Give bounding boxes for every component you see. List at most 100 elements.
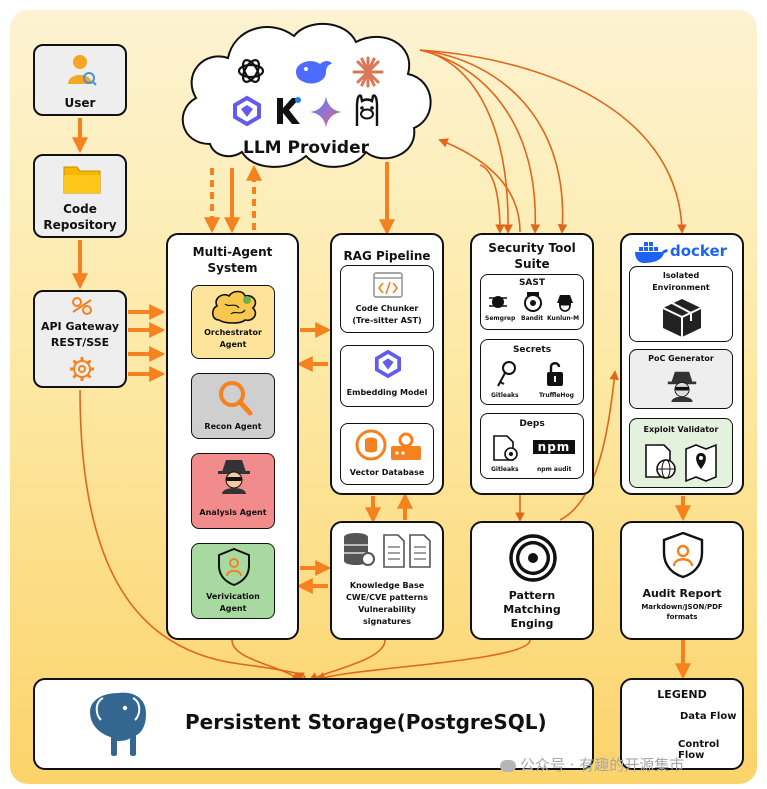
qwen-embedding-icon	[374, 349, 402, 379]
deepseek-logo-icon	[296, 61, 332, 84]
bandit-label: Bandit	[521, 315, 544, 322]
embedding-model-card: Embedding Model	[340, 345, 434, 407]
database-docs-icon	[344, 533, 431, 568]
legend-data-flow-label: Data Flow	[680, 711, 737, 722]
kunlun-label: Kunlun-M	[547, 315, 580, 322]
storage-label: Persistent Storage(PostgreSQL)	[185, 710, 547, 734]
secrets-title: Secrets	[512, 345, 552, 355]
recon-agent-card: Recon Agent	[191, 373, 275, 439]
gemini-logo-icon	[310, 96, 342, 128]
docker-brand: docker	[670, 242, 728, 260]
gateway-label-2: REST/SSE	[50, 336, 110, 349]
security-title-1: Security Tool	[488, 241, 576, 255]
spiral-icon	[509, 534, 557, 582]
magnifier-icon	[219, 381, 253, 416]
link-pattern-docker	[559, 370, 619, 521]
legend-control-flow-label: Control Flow	[678, 739, 720, 761]
chunker-label-1: Code Chunker	[355, 304, 419, 313]
repo-label-1: Code	[63, 202, 97, 216]
audit-sub-2: formats	[666, 613, 698, 621]
secrets-card: Secrets Gitleaks TruffleHog	[480, 339, 584, 405]
multi-agent-title-2: System	[207, 261, 258, 275]
link-pattern-storage	[316, 639, 531, 681]
legend-panel: LEGEND Data Flow Control Flow	[620, 678, 744, 770]
analysis-agent-card: Analysis Agent	[191, 453, 275, 529]
gitleaks-doc-gear-icon	[493, 435, 518, 461]
security-title-2: Suite	[514, 257, 550, 271]
repo-label-2: Repository	[43, 218, 117, 232]
openai-logo-icon	[237, 59, 265, 83]
recon-label: Recon Agent	[204, 422, 262, 431]
brain-icon	[211, 290, 257, 324]
sast-tools-icons	[489, 292, 573, 312]
sast-card: SAST Semgrep Bandit Kunlun-M	[480, 274, 584, 330]
pattern-matching-panel: Pattern Matching Enging	[470, 521, 594, 640]
link-gateway-storage	[79, 389, 306, 682]
lock-icon	[547, 362, 563, 386]
container-box-icon	[662, 299, 702, 337]
code-chunker-card: Code Chunker (Tre-sitter AST)	[340, 265, 434, 333]
link-icon	[72, 297, 92, 315]
trufflehog-label: TruffleHog	[539, 392, 574, 399]
orchestrator-agent-card: Orchestrator Agent	[191, 285, 275, 359]
wechat-icon	[500, 759, 516, 772]
link-sec-llm	[438, 138, 521, 233]
audit-shield-icon	[662, 531, 704, 579]
kb-line-1: Knowledge Base	[349, 581, 425, 590]
code-repository-node: Code Repository	[33, 154, 127, 238]
watermark-text: 公众号 · 有趣的开源集市	[500, 754, 684, 775]
link-llm-sec-2	[419, 49, 541, 234]
folder-icon	[63, 166, 101, 194]
exploit-validator-icons	[645, 443, 717, 483]
deps-card: Deps npm Gitleaks npm audit	[480, 413, 584, 479]
bandit-icon	[524, 292, 542, 312]
audit-sub-1: Markdown/JSON/PDF	[641, 603, 723, 611]
kimi-logo-icon	[277, 97, 301, 124]
knowledge-base-panel: Knowledge Base CWE/CVE patterns Vulnerab…	[330, 521, 444, 640]
postgresql-elephant-icon	[87, 690, 149, 758]
link-llm-docker	[419, 49, 687, 234]
deps-title: Deps	[519, 419, 545, 429]
vector-database-icon	[355, 429, 421, 461]
gear-icon	[70, 357, 94, 381]
npm-audit-label: npm audit	[537, 466, 572, 473]
gitleaks-label: Gitleaks	[491, 392, 519, 399]
user-icon	[68, 55, 97, 86]
kb-line-4: signatures	[363, 617, 411, 626]
docker-whale-icon	[635, 242, 668, 263]
user-label: User	[64, 96, 96, 110]
watermark-label: 公众号 · 有趣的开源集市	[520, 756, 685, 774]
persistent-storage-panel: Persistent Storage(PostgreSQL)	[33, 678, 594, 770]
api-gateway-node: API Gateway REST/SSE	[33, 290, 127, 388]
gateway-label-1: API Gateway	[40, 320, 120, 333]
shield-user-icon	[218, 547, 250, 587]
isolated-environment-card: Isolated Environment	[629, 266, 733, 342]
secrets-tools-icons	[497, 361, 563, 387]
claude-logo-icon	[352, 56, 384, 88]
isolated-label-1: Isolated	[662, 271, 700, 280]
audit-report-panel: Audit Report Markdown/JSON/PDF formats	[620, 521, 744, 640]
hacker-icon	[667, 371, 697, 402]
multi-agent-title-1: Multi-Agent	[192, 245, 273, 259]
vector-label: Vector Database	[349, 468, 425, 477]
poc-label: PoC Generator	[648, 354, 714, 363]
web-doc-icon	[645, 444, 676, 479]
poc-generator-card: PoC Generator	[629, 349, 733, 409]
user-node: User	[33, 44, 127, 116]
vector-database-card: Vector Database	[340, 423, 434, 485]
kb-line-2: CWE/CVE patterns	[346, 593, 428, 602]
audit-title: Audit Report	[642, 587, 722, 600]
isolated-label-2: Environment	[652, 283, 710, 292]
link-llm-sec-4	[479, 164, 505, 234]
orchestrator-label-1: Orchestrator	[204, 328, 262, 337]
code-file-icon	[373, 272, 403, 298]
kb-line-3: Vulnerability	[358, 605, 416, 614]
link-mas-storage	[231, 639, 302, 682]
verification-label-1: Verivication	[206, 592, 260, 601]
chunker-label-2: (Tre-sitter AST)	[352, 316, 422, 325]
qwen-logo-icon	[233, 95, 261, 127]
exploit-validator-card: Exploit Validator	[629, 418, 733, 488]
exploit-label: Exploit Validator	[643, 425, 719, 434]
pattern-label-3: Enging	[510, 617, 554, 630]
ollama-logo-icon	[355, 94, 379, 126]
